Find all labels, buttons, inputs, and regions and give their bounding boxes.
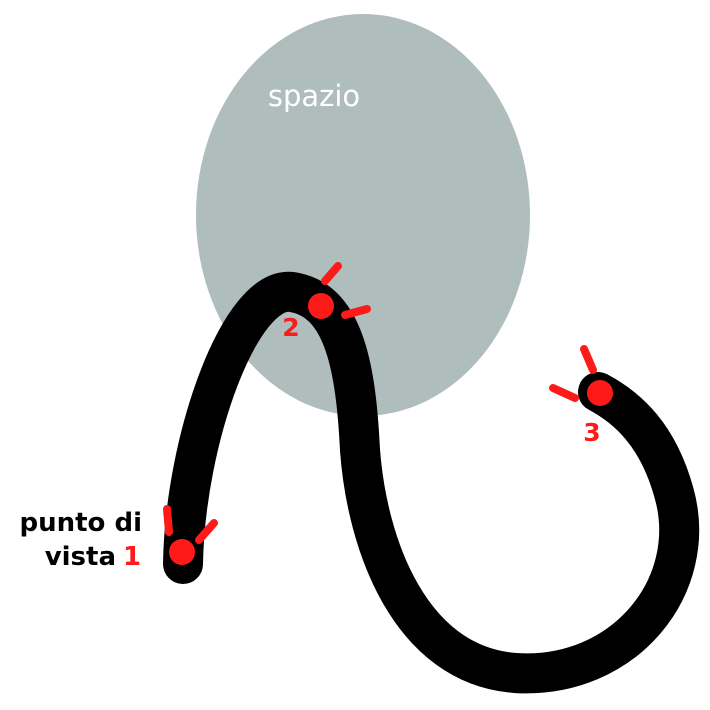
viewpoint-3-ray-left	[549, 384, 579, 402]
viewpoint-3-number: 3	[583, 418, 600, 447]
viewpoint-1-number: 1	[123, 542, 141, 572]
viewpoint-2-dot	[308, 293, 334, 319]
viewpoint-2-number: 2	[282, 313, 299, 342]
space-label: spazio	[268, 79, 360, 113]
viewpoint-1-caption-line2: vista	[45, 542, 116, 572]
viewpoint-3-ray-up	[580, 345, 597, 374]
viewpoint-1-caption-line1: punto di	[20, 508, 143, 538]
viewpoint-3-marker	[549, 345, 613, 406]
viewpoint-2-ray-right	[341, 305, 371, 319]
viewpoint-1-ray-right	[195, 519, 218, 544]
viewpoint-3-dot	[587, 380, 613, 406]
viewpoint-1-ray-up	[163, 505, 173, 536]
viewpoint-1-dot	[169, 539, 195, 565]
viewpoint-1-marker	[163, 505, 218, 565]
viewpoint-2-marker	[308, 262, 371, 319]
viewpoint-2-ray-up	[321, 262, 342, 285]
viewpoint-path	[163, 271, 700, 694]
